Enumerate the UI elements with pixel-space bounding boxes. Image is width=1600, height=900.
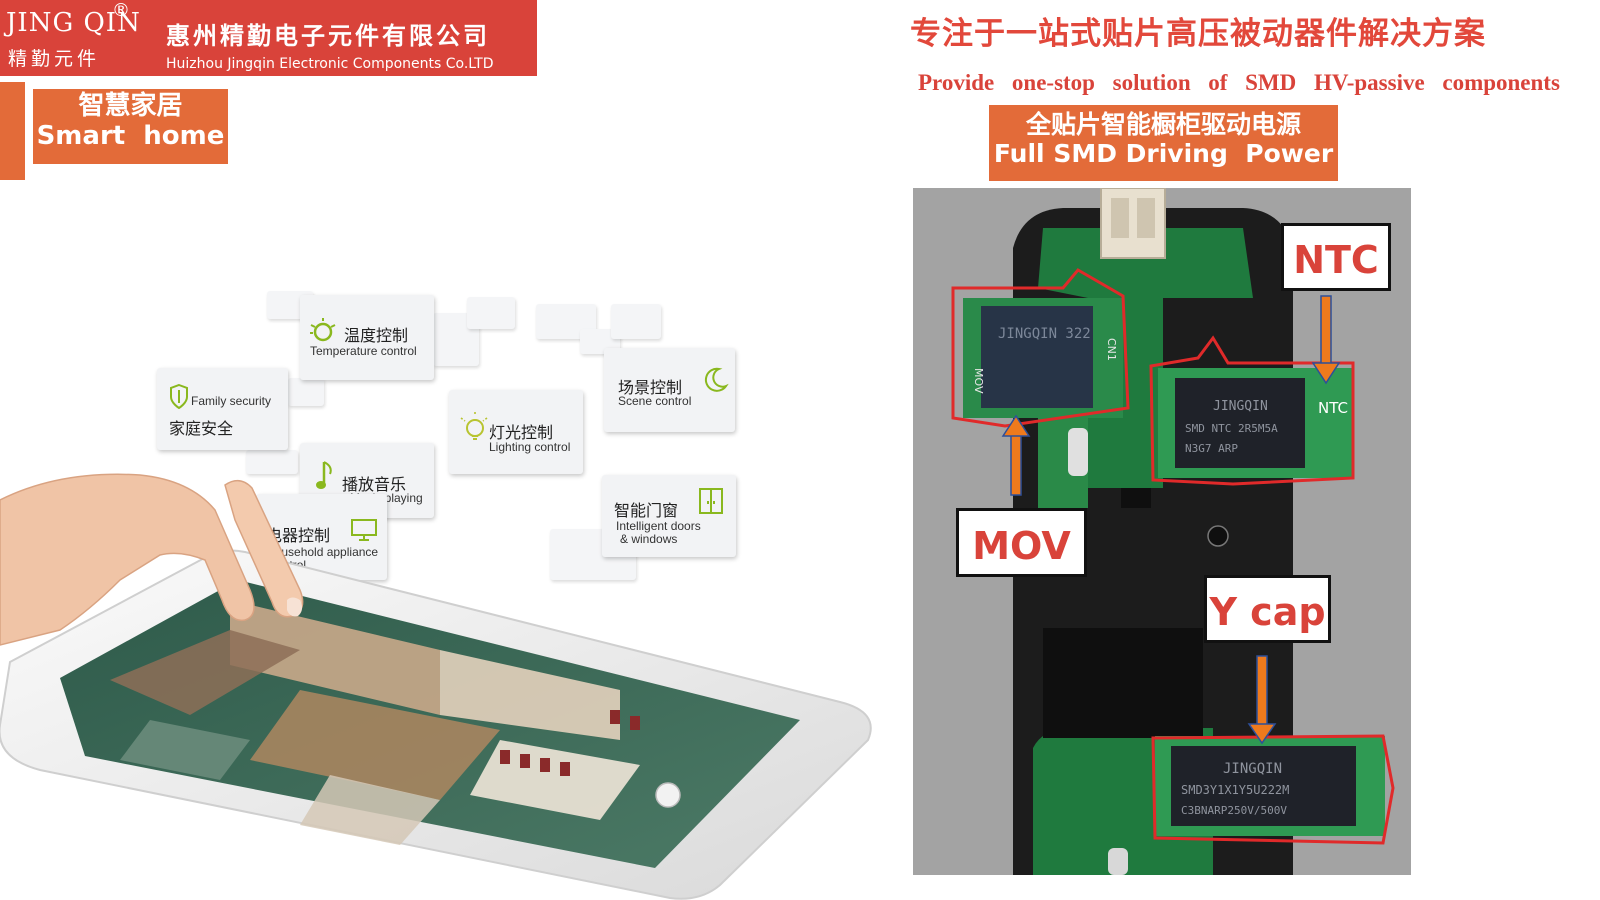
left-accent-bar [0,82,25,180]
moon-icon [704,367,729,392]
arrow-to-mov [1001,414,1031,496]
card-title-cn: 灯光控制 [489,423,554,442]
silk-mov: MOV [972,368,985,394]
card-lighting-control: 灯光控制 Lighting control [449,390,583,474]
card-title-en: Lighting control [489,440,571,454]
headline-chinese: 专注于一站式贴片高压被动器件解决方案 [910,16,1486,52]
arrow-to-ntc [1311,295,1341,385]
card-title-cn: 家庭安全 [169,419,234,438]
silk-ntc: NTC [1318,399,1348,417]
logo-latin-text: JING QIN [6,8,141,38]
decor-tile [611,304,661,339]
ycap-label: Y cap [1204,575,1331,643]
card-family-security: Family security 家庭安全 [157,368,288,450]
headline-word: of [1208,70,1228,95]
card-intelligent-doors: 智能门窗 Intelligent doors & windows [602,475,736,557]
ntc-chip-line2: SMD NTC 2R5M5A [1185,422,1278,435]
silk-cn1: CN1 [1105,338,1118,361]
card-temperature-control: 温度控制 Temperature control [300,295,434,380]
driving-power-badge-en: Full SMD Driving Power [993,138,1334,168]
logo-chinese-text: 精勤元件 [8,48,101,70]
card-title-cn: 场景控制 [618,378,683,397]
headline-word: SMD [1245,70,1297,95]
sun-icon [310,318,336,342]
company-name-english: Huizhou Jingqin Electronic Components Co… [166,56,494,72]
card-title-en: Temperature control [310,344,417,358]
driving-power-badge-cn: 全贴片智能橱柜驱动电源 [1025,110,1301,139]
headline-word: one-stop [1011,70,1095,95]
headline-word: HV-passive [1313,70,1425,95]
ntc-chip-line3: N3G7 ARP [1185,442,1238,455]
mov-label: MOV [956,508,1087,577]
ycap-chip-line1: JINGQIN [1223,761,1282,777]
decor-tile [467,297,515,329]
bulb-icon [460,412,488,440]
decor-tile [288,378,324,406]
card-scene-control: 场景控制 Scene control [604,348,735,432]
smart-home-badge-cn: 智慧家居 [78,91,183,121]
driving-power-badge: 全贴片智能橱柜驱动电源 Full SMD Driving Power [989,105,1338,181]
headline-word: components [1442,70,1560,95]
headline-word: solution [1112,70,1191,95]
ntc-label: NTC [1281,223,1391,291]
headline-english: Provide one-stop solution of SMD HV-pass… [918,70,1560,96]
card-title-cn: 播放音乐 [342,475,407,494]
card-title-cn: 智能门窗 [614,501,679,520]
mov-chip-marking: JINGQIN 322 [998,326,1091,342]
card-title-en: & windows [620,532,678,546]
ntc-chip-line1: JINGQIN [1213,399,1268,414]
card-title-cn: 温度控制 [344,326,409,345]
music-note-icon [316,461,332,489]
shield-icon [170,384,188,410]
company-name-chinese: 惠州精勤电子元件有限公司 [166,22,490,50]
decor-tile [246,450,298,474]
monitor-icon [351,519,377,541]
door-icon [699,488,723,514]
card-title-cn: 电器控制 [266,526,331,545]
arrow-to-ycap [1247,655,1277,745]
company-logo-banner [0,0,537,76]
smart-home-badge: 智慧家居 Smart home [33,89,228,164]
ycap-chip-line2: SMD3Y1X1Y5U222M [1181,783,1289,797]
ycap-chip-line3: C3BNARP250V/500V [1181,804,1287,817]
card-title-en: Scene control [618,394,692,408]
card-title-en: Family security [191,394,272,408]
card-title-en: Household appliance [266,545,379,559]
card-title-en: Intelligent doors [616,519,701,533]
registered-mark: ® [112,0,130,21]
smart-home-badge-en: Smart home [36,120,225,151]
tablet-illustration [0,473,872,900]
headline-word: Provide [918,70,995,95]
